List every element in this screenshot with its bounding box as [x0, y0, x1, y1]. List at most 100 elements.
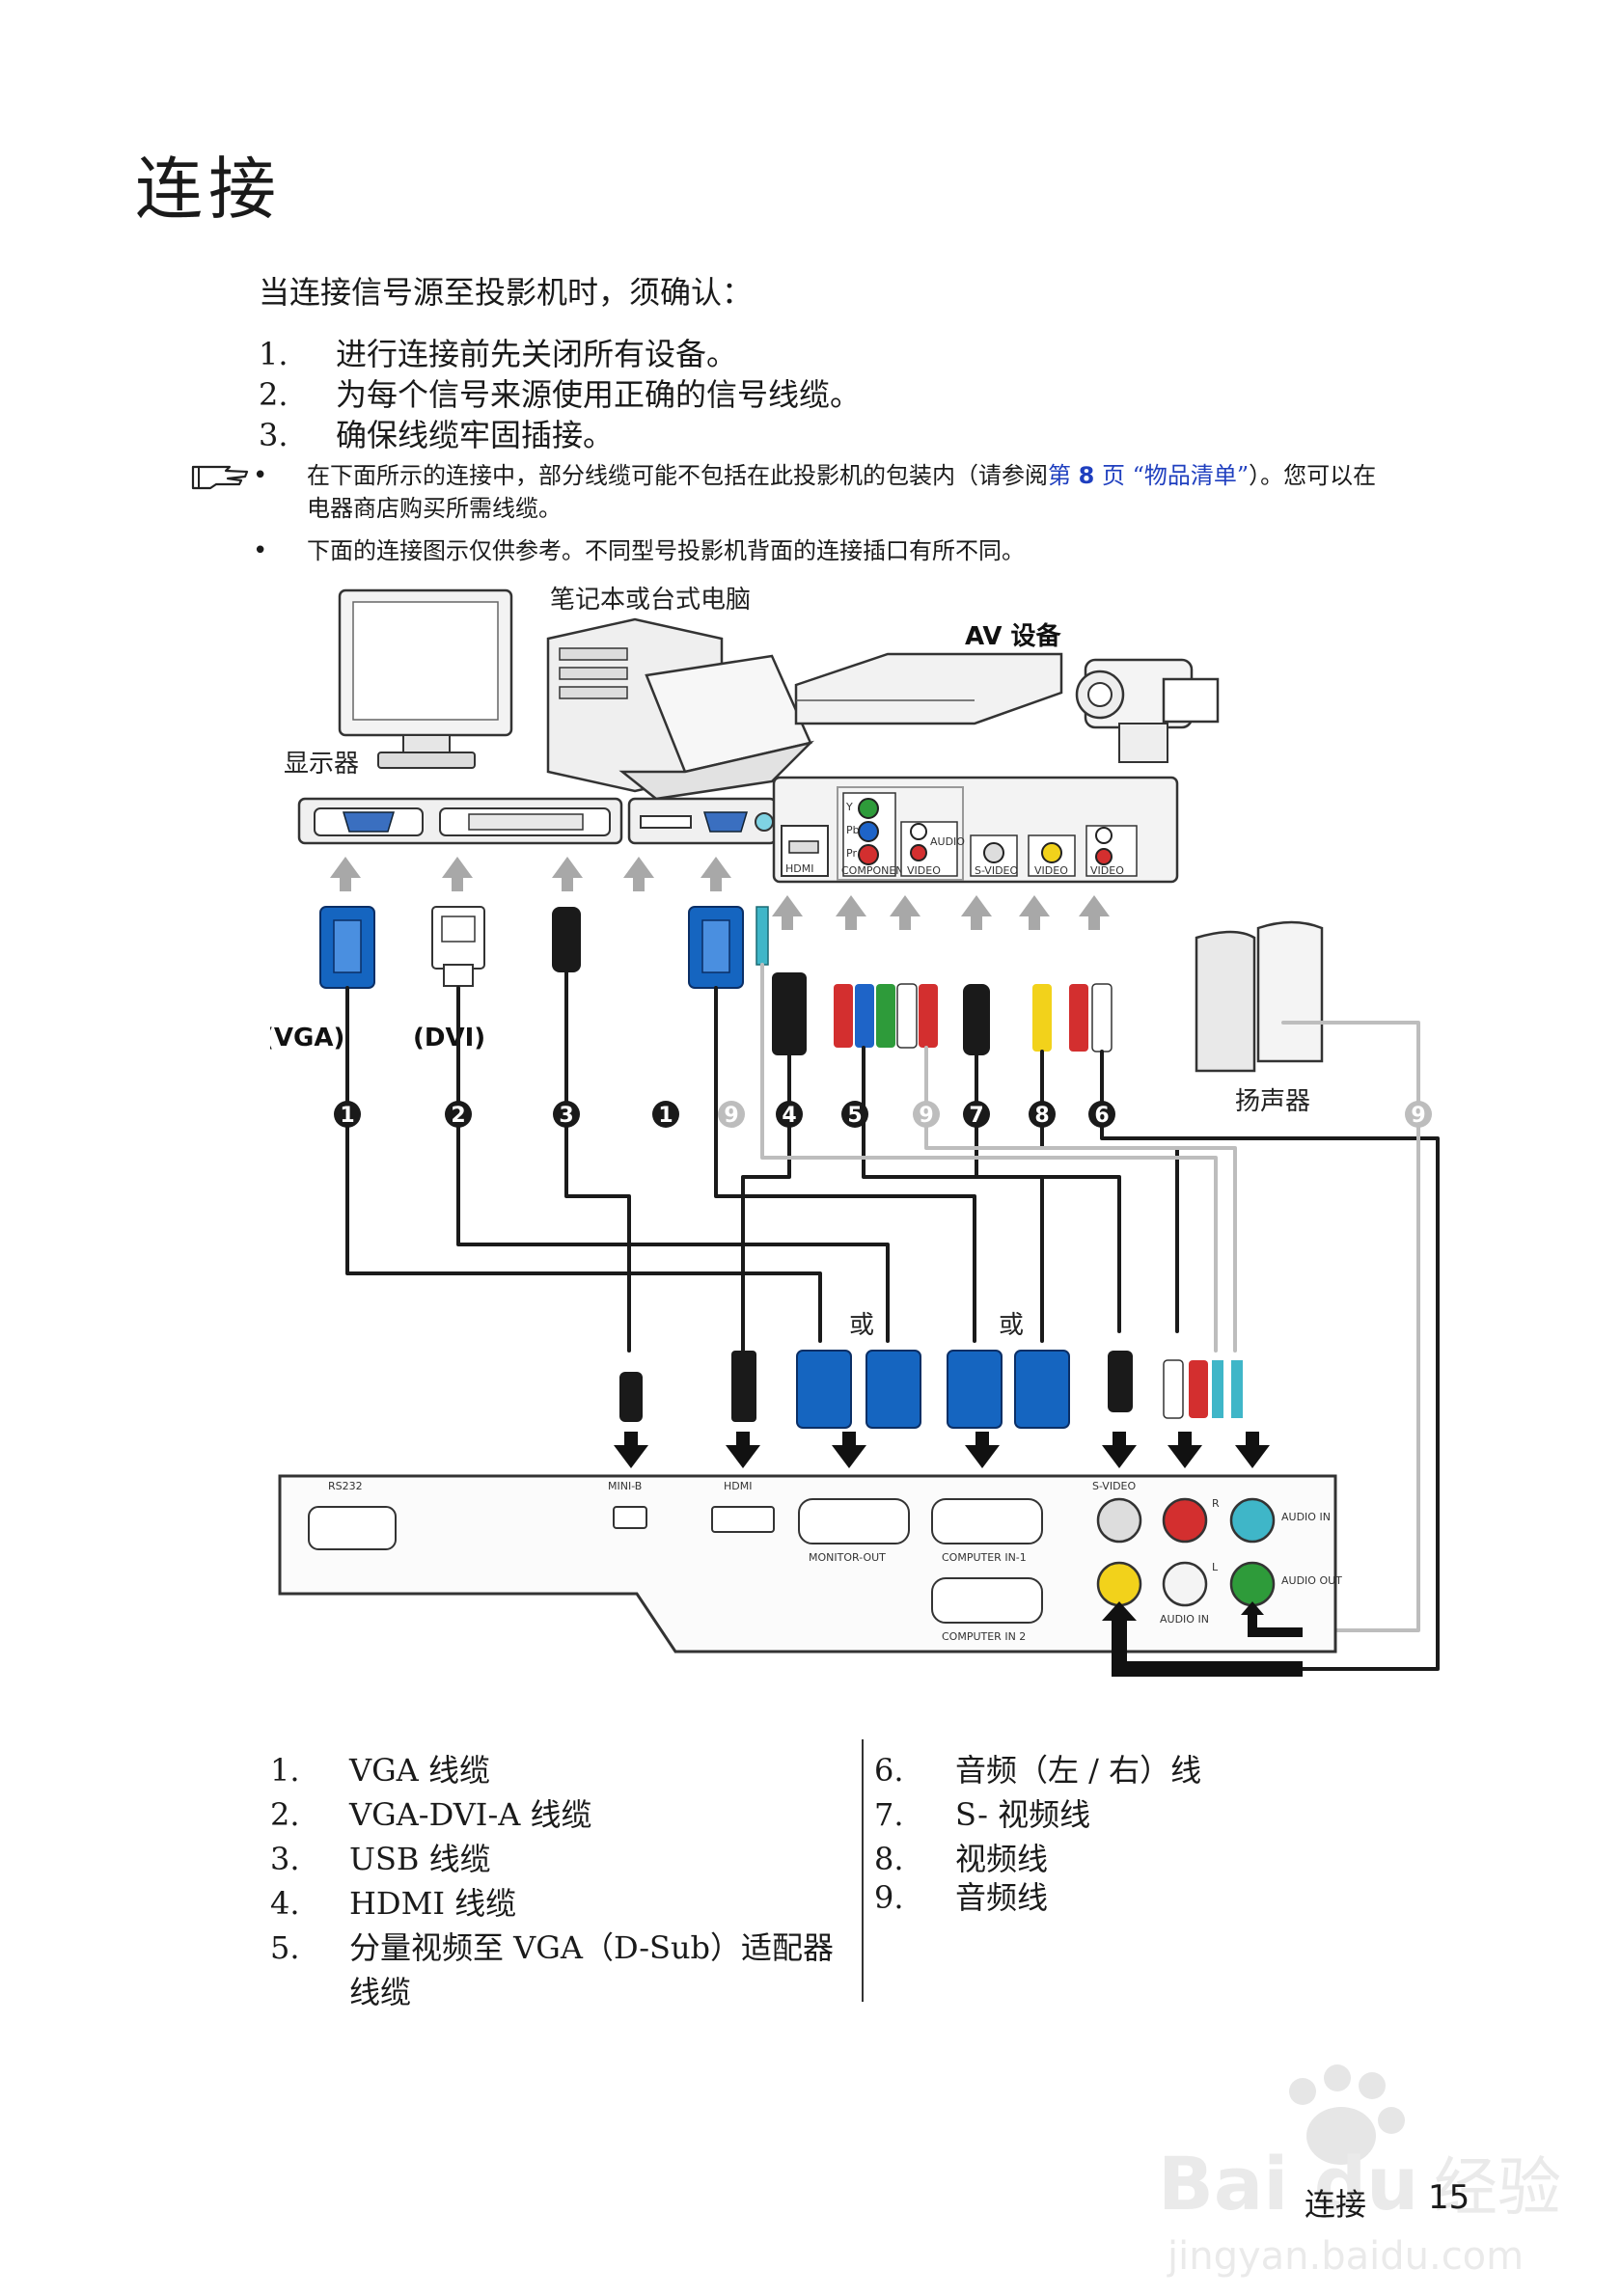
- note-1-bullet: •: [253, 461, 268, 490]
- step-1-text: 进行连接前先关闭所有设备。: [336, 336, 738, 372]
- cable-marker-9b: [913, 1101, 940, 1128]
- watermark-sub: 经验: [1434, 2150, 1561, 2225]
- cable-marker-1a: [334, 1101, 361, 1128]
- component-pr-mark: Pr: [846, 847, 857, 860]
- dvi-tag: (DVI): [413, 1024, 485, 1052]
- legend-6-number: 6.: [874, 1752, 904, 1789]
- footer-section-label: 连接: [1305, 2186, 1367, 2223]
- legend-2-number: 2.: [270, 1796, 300, 1833]
- legend-item-8: 8.视频线: [874, 1835, 1048, 1879]
- camcorder-illustration: [1075, 658, 1220, 763]
- legend-item-5-continued: 线缆: [349, 1974, 412, 2010]
- component-pb-mark: Pb: [846, 824, 860, 836]
- pc-label: 笔记本或台式电脑: [550, 586, 751, 615]
- step-3-text: 确保线缆牢固插接。: [336, 417, 615, 453]
- note-2: 下面的连接图示仅供参考。不同型号投影机背面的连接插口有所不同。: [307, 537, 1025, 564]
- legend-5-number: 5.: [270, 1929, 300, 1966]
- watermark-brand: Bai du: [1158, 2141, 1418, 2227]
- av-port-s-video: S-VIDEO: [975, 864, 1018, 877]
- av-port-video-2: VIDEO: [1034, 864, 1068, 877]
- cable-marker-1b-text: 1: [658, 1104, 673, 1128]
- legend-7-text: S- 视频线: [955, 1796, 1091, 1833]
- port-hdmi: HDMI: [724, 1480, 752, 1492]
- port-audio-out: AUDIO OUT: [1281, 1574, 1342, 1587]
- downward-arrows: [614, 1432, 1270, 1468]
- cable-marker-6: [1088, 1101, 1115, 1128]
- cables: [345, 963, 1440, 1671]
- legend-item-4: 4. HDMI 线缆: [270, 1879, 516, 1924]
- legend-4-text: HDMI 线缆: [349, 1885, 517, 1922]
- note-1-text-b: ）。您可以在电器商店购买所需线缆。: [307, 462, 1377, 522]
- port-audio-in: AUDIO IN: [1281, 1511, 1331, 1523]
- cable-marker-9a: [718, 1101, 745, 1128]
- legend-8-text: 视频线: [955, 1841, 1049, 1877]
- av-audio-label: AUDIO: [930, 835, 965, 848]
- projector-rear-panel: RS232 MINI-B HDMI MONITOR-OUT COMPUTER I…: [278, 1474, 1342, 1654]
- footer-page-number: 15: [1428, 2178, 1470, 2217]
- pc-port-panel: [297, 797, 778, 845]
- or-label-1: 或: [849, 1311, 874, 1340]
- legend-9-text: 音频线: [955, 1879, 1049, 1916]
- cable-marker-5-text: 5: [847, 1104, 862, 1128]
- legend-item-3: 3.USB 线缆: [270, 1835, 491, 1879]
- audio-l-mark: L: [1212, 1561, 1219, 1573]
- legend-5-text: 分量视频至 VGA（D-Sub）适配器: [349, 1929, 835, 1966]
- computer-illustration: [546, 617, 814, 801]
- watermark-url: jingyan.baidu.com: [1167, 2234, 1524, 2279]
- step-1-number: 1.: [259, 336, 288, 372]
- port-computer-in-2: COMPUTER IN 2: [942, 1630, 1026, 1643]
- legend-item-9: 9. 音频线: [874, 1873, 1048, 1918]
- legend-1-number: 1.: [270, 1752, 300, 1789]
- cable-marker-1a-text: 1: [340, 1104, 354, 1128]
- speakers-illustration: [1195, 920, 1324, 1073]
- av-port-panel: HDMI Y Pb Pr COMPONENT AUDIO VIDEO S-VID…: [772, 776, 1179, 884]
- legend-3-number: 3.: [270, 1841, 300, 1877]
- audio-r-mark: R: [1212, 1497, 1220, 1510]
- port-monitor-out: MONITOR-OUT: [809, 1551, 886, 1564]
- legend-4-number: 4.: [270, 1885, 300, 1922]
- cable-marker-7: [963, 1101, 990, 1128]
- av-port-component: COMPONENT: [841, 864, 911, 877]
- lower-connectors: [619, 1350, 1243, 1429]
- note-1-link-prefix: 第: [1048, 462, 1079, 489]
- top-connectors: [319, 906, 1113, 1055]
- legend-item-2: 2.VGA-DVI-A 线缆: [270, 1790, 592, 1835]
- cable-marker-1b: [652, 1101, 679, 1128]
- cable-marker-7-text: 7: [969, 1104, 983, 1128]
- cable-marker-2-text: 2: [451, 1104, 465, 1128]
- legend-item-6: 6. 音频（左 / 右）线: [874, 1746, 1201, 1790]
- port-mini-b: MINI-B: [608, 1480, 642, 1492]
- step-2: 2.为每个信号来源使用正确的信号线缆。: [259, 370, 861, 415]
- cable-marker-5: [841, 1101, 868, 1128]
- step-3-number: 3.: [259, 417, 288, 453]
- legend-1-text: VGA 线缆: [349, 1752, 490, 1789]
- cable-marker-9c-text: 9: [1411, 1104, 1425, 1128]
- note-2-bullet: •: [253, 536, 268, 565]
- step-3: 3. 确保线缆牢固插接。: [259, 411, 614, 455]
- monitor-label: 显示器: [284, 750, 359, 779]
- note-1-text-a: 在下面所示的连接中，部分线缆可能不包括在此投影机的包装内（请参阅: [307, 462, 1048, 489]
- cable-marker-8: [1029, 1101, 1056, 1128]
- legend-9-number: 9.: [874, 1879, 904, 1916]
- component-y-mark: Y: [845, 801, 853, 813]
- note-1-link-suffix: 页 “物品清单”: [1094, 462, 1250, 489]
- upward-arrows: [330, 857, 1110, 930]
- av-port-video-3: VIDEO: [1090, 864, 1124, 877]
- cable-marker-3-text: 3: [559, 1104, 573, 1128]
- note-1: 在下面所示的连接中，部分线缆可能不包括在此投影机的包装内（请参阅第 8 页 “物…: [307, 459, 1387, 525]
- av-port-hdmi: HDMI: [785, 862, 813, 875]
- bottom-arrows: [1102, 1601, 1303, 1677]
- vga-tag: (VGA): [270, 1024, 344, 1052]
- legend-7-number: 7.: [874, 1796, 904, 1833]
- legend-6-text: 音频（左 / 右）线: [955, 1752, 1202, 1789]
- monitor-illustration: [338, 588, 513, 769]
- speakers-label: 扬声器: [1235, 1087, 1310, 1116]
- note-1-page-link[interactable]: 第 8 页 “物品清单”: [1048, 462, 1249, 489]
- legend-divider: [862, 1739, 864, 2002]
- port-rs232: RS232: [328, 1480, 363, 1492]
- cable-marker-4: [776, 1101, 803, 1128]
- cable-marker-9b-text: 9: [919, 1104, 933, 1128]
- connection-diagram: 笔记本或台式电脑 AV 设备 显示器 扬声器: [270, 586, 1440, 1677]
- cable-marker-9a-text: 9: [724, 1104, 738, 1128]
- page-title: 连接: [135, 150, 282, 229]
